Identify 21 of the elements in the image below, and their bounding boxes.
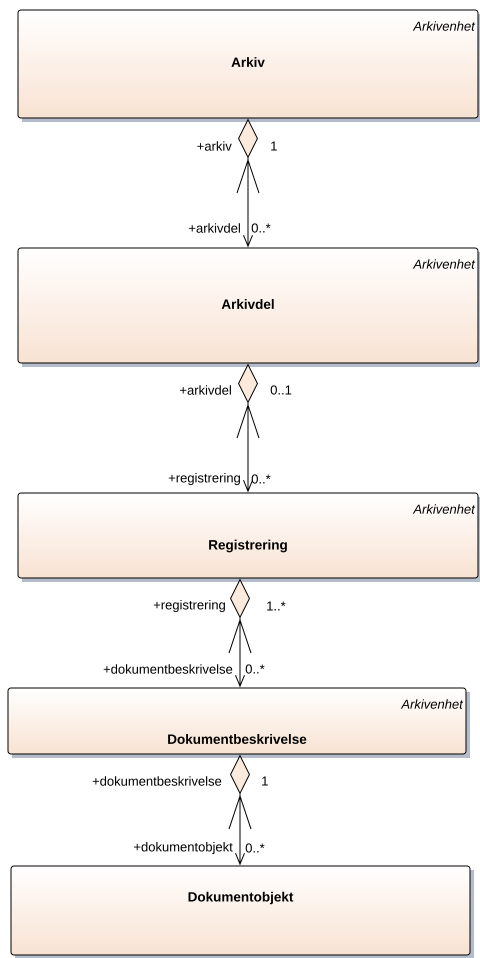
multiplicity-label: 0..* [246, 843, 265, 853]
role-label: +arkivdel [189, 223, 240, 233]
multiplicity-label: 0..* [246, 664, 265, 674]
role-label: +dokumentobjekt [134, 842, 233, 854]
role-label: +registrering [154, 600, 225, 612]
multiplicity-label: 0..1 [270, 385, 292, 395]
multiplicity-label: 1 [271, 142, 277, 150]
multiplicity-label: 1 [262, 776, 268, 786]
role-label: +arkivdel [180, 385, 231, 395]
multiplicity-label: 0..* [252, 223, 271, 233]
class-box: Arkivenhet Arkivdel [18, 248, 480, 367]
class-box: Arkivenhet Dokumentbeskrivelse [8, 688, 470, 758]
role-label: +dokumentbeskrivelse [104, 664, 232, 674]
multiplicity-label: 1..* [267, 602, 286, 610]
role-label: +registrering [168, 472, 240, 486]
class-box: Arkivenhet Registrering [18, 492, 480, 582]
class-box: Arkivenhet Arkiv [18, 10, 480, 122]
multiplicity-label: 0..* [252, 474, 271, 484]
role-label: +arkiv [197, 141, 232, 151]
role-label: +dokumentbeskrivelse [92, 776, 222, 786]
class-box: Dokumentobjekt [10, 866, 474, 958]
